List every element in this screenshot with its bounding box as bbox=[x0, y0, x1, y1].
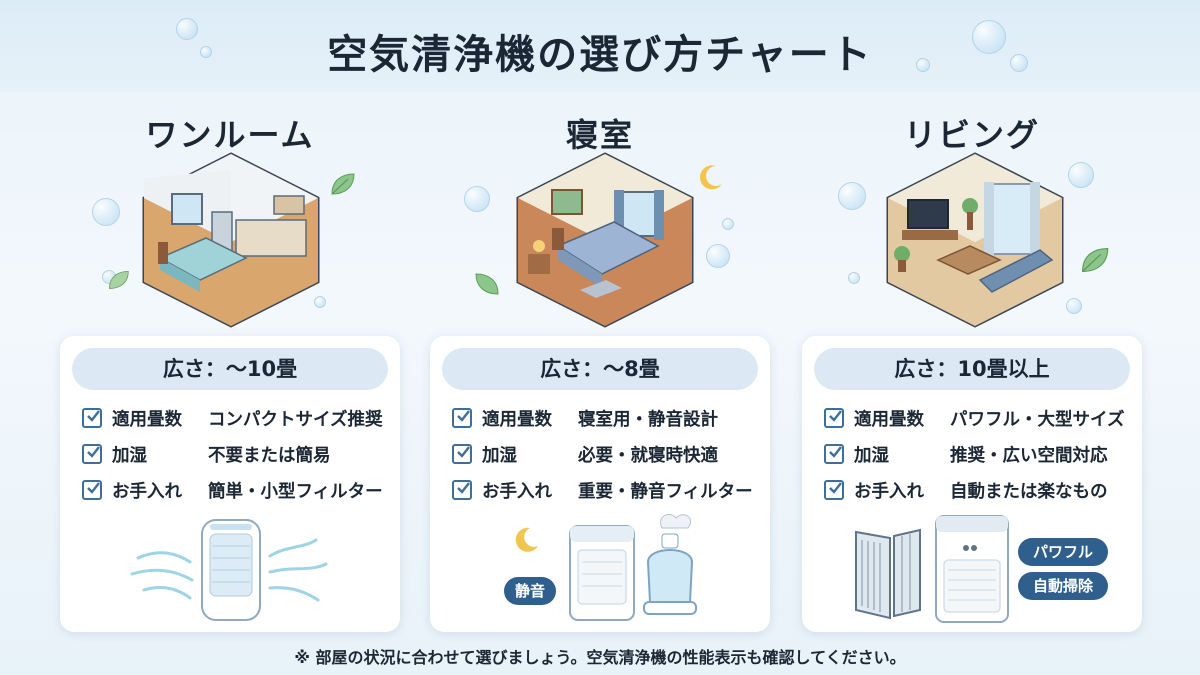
bedroom-purifier-illustration bbox=[515, 513, 697, 621]
bedroom-illustration bbox=[516, 152, 694, 328]
filter-icon bbox=[855, 528, 921, 620]
bubble-icon bbox=[838, 182, 866, 210]
badge-quiet: 静音 bbox=[504, 577, 556, 605]
leaf-icon bbox=[475, 273, 499, 295]
bubble-icon bbox=[92, 198, 120, 226]
leaf-icon bbox=[1081, 247, 1109, 273]
living-room-illustration bbox=[886, 152, 1064, 328]
leaf-icon bbox=[108, 270, 129, 290]
check-icon bbox=[82, 480, 102, 500]
compact-purifier-illustration bbox=[130, 519, 328, 621]
room-title-bedroom: 寝室 bbox=[565, 116, 634, 154]
footnote: ※ 部屋の状況に合わせて選びましょう。空気清浄機の性能表示も確認してください。 bbox=[294, 648, 906, 667]
wind-icon bbox=[130, 538, 328, 602]
bubble-icon bbox=[848, 272, 860, 284]
check-icon bbox=[82, 444, 102, 464]
badge-powerful: パワフル bbox=[1018, 538, 1108, 566]
spec-row: 適用畳数 パワフル・大型サイズ bbox=[824, 404, 1134, 434]
bubble-icon bbox=[1010, 54, 1028, 72]
check-icon bbox=[452, 408, 472, 428]
size-pill: 広さ：10畳以上 bbox=[814, 348, 1130, 390]
bubble-icon bbox=[200, 46, 212, 58]
size-pill: 広さ：～10畳 bbox=[72, 348, 388, 390]
bubble-icon bbox=[176, 18, 198, 40]
check-icon bbox=[824, 480, 844, 500]
moon-icon bbox=[700, 165, 722, 190]
bubble-icon bbox=[916, 58, 930, 72]
spec-row: 加湿 推奨・広い空間対応 bbox=[824, 440, 1134, 470]
bubble-icon bbox=[706, 244, 730, 268]
moon-icon bbox=[515, 527, 538, 552]
check-icon bbox=[452, 480, 472, 500]
badge-auto-clean: 自動掃除 bbox=[1018, 572, 1108, 600]
room-title-living: リビング bbox=[903, 116, 1040, 154]
bubble-icon bbox=[1068, 162, 1094, 188]
bubble-icon bbox=[464, 186, 490, 212]
check-icon bbox=[82, 408, 102, 428]
spec-row: 加湿 必要・就寝時快適 bbox=[452, 440, 762, 470]
check-icon bbox=[824, 444, 844, 464]
spec-row: 適用畳数 コンパクトサイズ推奨 bbox=[82, 404, 392, 434]
humidifier-icon bbox=[643, 513, 697, 615]
bubble-icon bbox=[972, 20, 1006, 54]
bubble-icon bbox=[722, 218, 734, 230]
spec-row: 加湿 不要または簡易 bbox=[82, 440, 392, 470]
page-title: 空気清浄機の選び方チャート bbox=[327, 32, 873, 78]
one-room-illustration bbox=[142, 152, 320, 328]
leaf-icon bbox=[331, 173, 355, 195]
check-icon bbox=[452, 444, 472, 464]
spec-row: お手入れ 自動または楽なもの bbox=[824, 476, 1134, 506]
check-icon bbox=[824, 408, 844, 428]
room-title-one-room: ワンルーム bbox=[145, 116, 315, 154]
spec-row: お手入れ 重要・静音フィルター bbox=[452, 476, 762, 506]
bubble-icon bbox=[314, 296, 326, 308]
spec-row: 適用畳数 寝室用・静音設計 bbox=[452, 404, 762, 434]
bubble-icon bbox=[1066, 298, 1082, 314]
living-purifier-illustration bbox=[855, 515, 1009, 623]
size-pill: 広さ：～8畳 bbox=[442, 348, 758, 390]
spec-row: お手入れ 簡単・小型フィルター bbox=[82, 476, 392, 506]
